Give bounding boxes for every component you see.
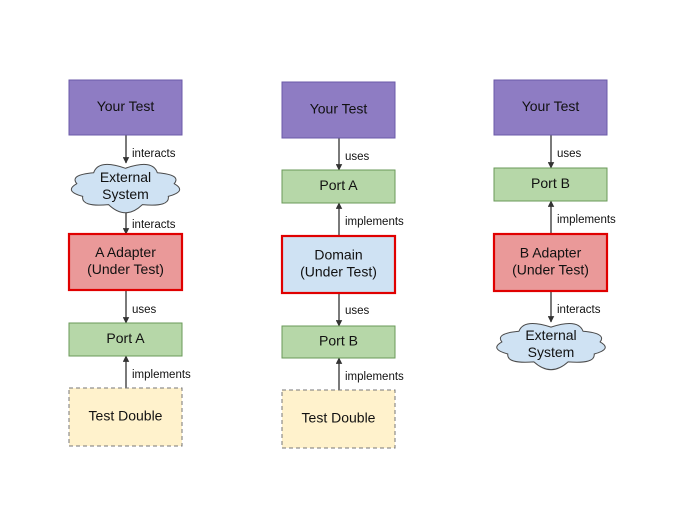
node-port-a: Port A: [281, 169, 396, 204]
edge-label-implements: implements: [557, 214, 616, 226]
node-port-b: Port B: [281, 325, 396, 359]
node-label: Port A: [319, 177, 358, 193]
edge-label-uses: uses: [557, 148, 582, 160]
edge-label-implements: implements: [132, 369, 191, 381]
test-box: [68, 79, 183, 136]
node-test-double: Test Double: [281, 389, 396, 449]
edge-label-interacts: interacts: [557, 304, 601, 316]
node-label: Your Test: [522, 98, 580, 114]
edge-label-interacts: interacts: [132, 148, 176, 160]
port-box: [281, 325, 396, 359]
node-label: Domain(Under Test): [300, 247, 377, 280]
node-your-test: Your Test: [68, 79, 183, 136]
node-domain-under-test: Domain(Under Test): [280, 234, 397, 295]
edge-label-implements: implements: [345, 371, 404, 383]
node-your-test: Your Test: [493, 79, 608, 136]
edge-label-uses: uses: [345, 151, 370, 163]
adapter-box: [492, 232, 609, 293]
node-label: A Adapter(Under Test): [87, 244, 164, 277]
test-box: [281, 81, 396, 139]
cloud-shape: [70, 163, 181, 214]
node-port-b: Port B: [493, 167, 608, 202]
node-label: Port A: [106, 330, 145, 346]
node-label: Port B: [531, 175, 570, 191]
edge-label-uses: uses: [132, 304, 157, 316]
node-b-adapter-under-test: B Adapter(Under Test): [492, 232, 609, 293]
node-label: Your Test: [310, 101, 368, 117]
node-port-a: Port A: [68, 322, 183, 357]
node-your-test: Your Test: [281, 81, 396, 139]
edge-label-uses: uses: [345, 305, 370, 317]
node-label: Test Double: [302, 410, 376, 426]
node-label: Port B: [319, 333, 358, 349]
node-label: B Adapter(Under Test): [512, 245, 589, 278]
double-box: [68, 387, 183, 447]
node-a-adapter-under-test: A Adapter(Under Test): [67, 232, 184, 292]
port-box: [281, 169, 396, 204]
double-box: [281, 389, 396, 449]
test-box: [493, 79, 608, 136]
port-box: [68, 322, 183, 357]
cloud-shape: [496, 323, 606, 371]
node-label: Test Double: [89, 408, 163, 424]
port-box: [493, 167, 608, 202]
node-test-double: Test Double: [68, 387, 183, 447]
edge-label-interacts: interacts: [132, 219, 176, 231]
adapter-box: [67, 232, 184, 292]
node-label: Your Test: [97, 98, 155, 114]
domain-box: [280, 234, 397, 295]
edge-label-implements: implements: [345, 216, 404, 228]
